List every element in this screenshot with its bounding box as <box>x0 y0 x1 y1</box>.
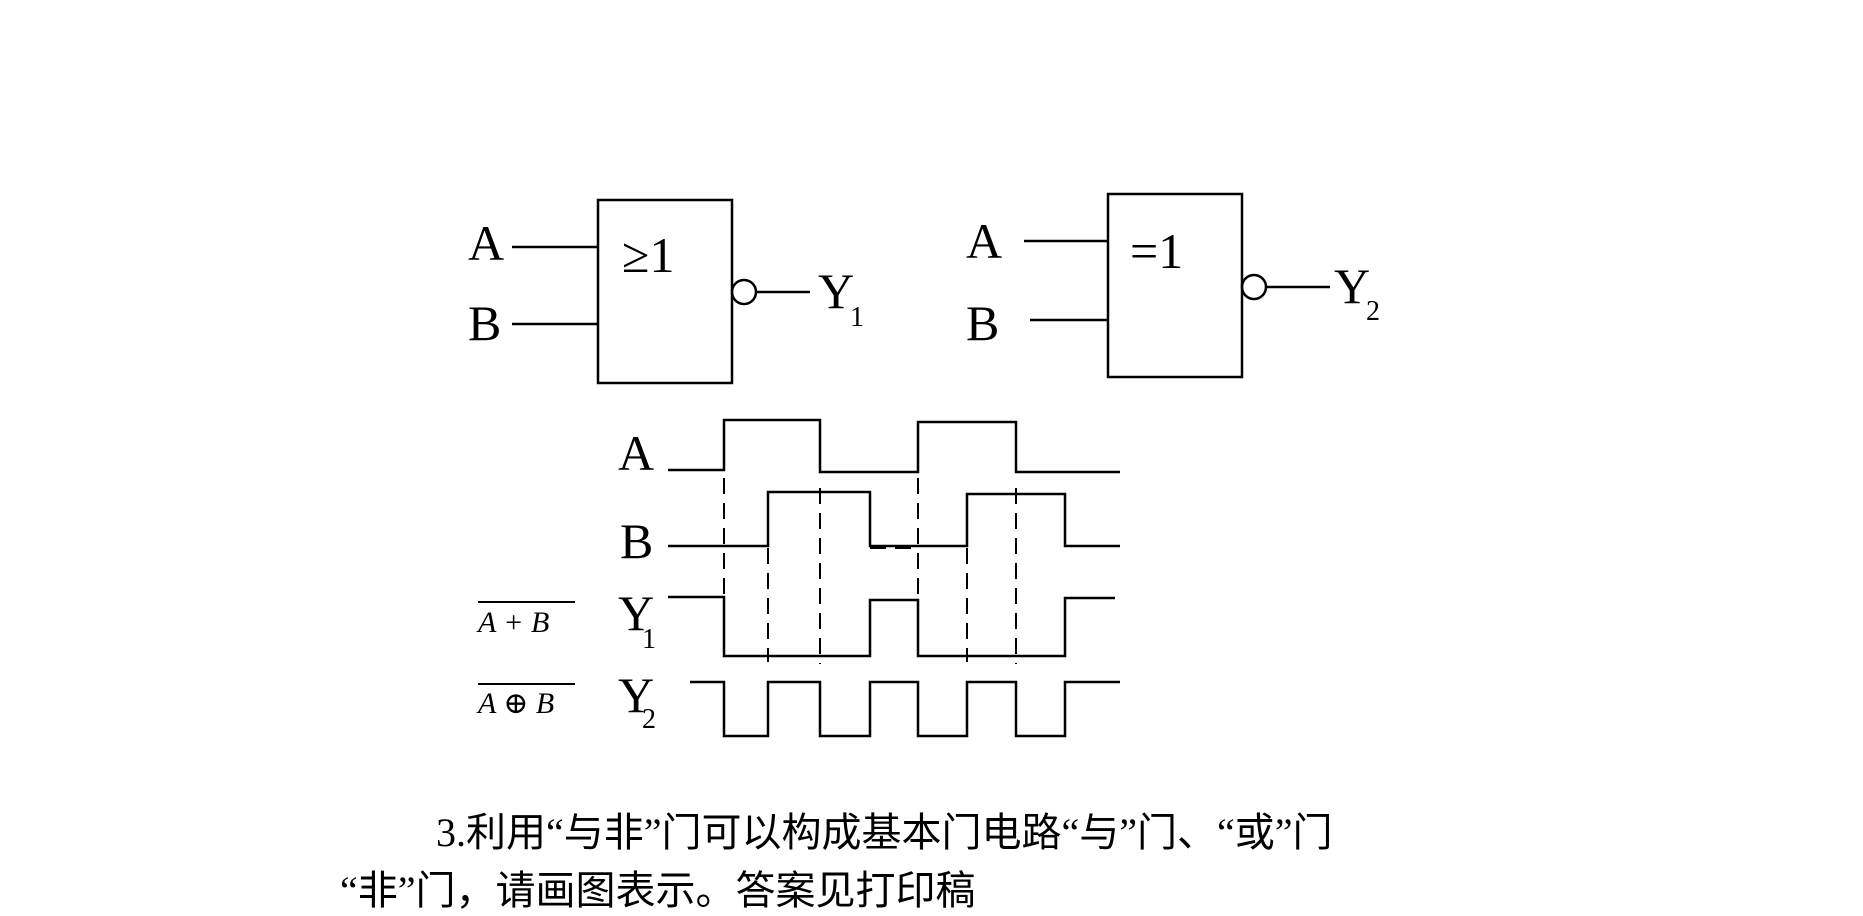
xnor-input-a-label: A <box>966 213 1002 269</box>
nor-gate-symbol: ≥1 <box>622 227 674 283</box>
nor-output-subscript: 1 <box>850 302 864 333</box>
waveform-b-label: B <box>620 513 653 569</box>
xnor-input-b-label: B <box>966 295 999 351</box>
nor-inversion-bubble <box>730 278 758 306</box>
nor-input-a-label: A <box>468 215 504 271</box>
waveform-y2-subscript: 2 <box>642 704 656 735</box>
y1-expression: A + B <box>476 606 549 639</box>
nor-input-b-label: B <box>468 295 501 351</box>
waveform-y1-label: Y <box>618 585 654 641</box>
xnor-inversion-bubble <box>1240 273 1268 301</box>
waveform-a-label: A <box>618 425 654 481</box>
xnor-gate-symbol: =1 <box>1130 223 1183 279</box>
waveform-y2 <box>690 680 1120 738</box>
question-text-line1: 3.利用“与非”门可以构成基本门电路“与”门、“或”门 <box>436 810 1333 855</box>
y2-expression: A ⊕ B <box>476 687 554 720</box>
xnor-gate-box <box>1106 192 1244 379</box>
nor-output-label: Y <box>818 263 854 319</box>
question-text-line2: “非”门，请画图表示。答案见打印稿 <box>340 868 976 913</box>
waveform-a <box>668 418 1120 474</box>
waveform-b <box>668 490 1120 548</box>
waveform-y1 <box>668 595 1115 658</box>
xnor-output-label: Y <box>1334 258 1370 314</box>
waveform-y2-label: Y <box>618 667 654 723</box>
xnor-output-subscript: 2 <box>1366 296 1380 327</box>
waveform-y1-subscript: 1 <box>642 624 656 655</box>
